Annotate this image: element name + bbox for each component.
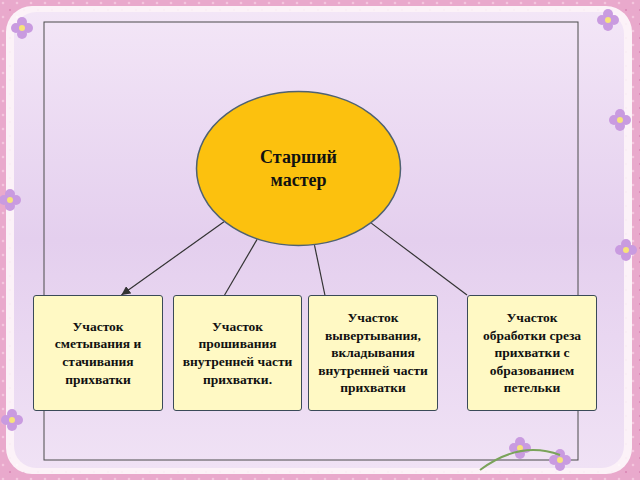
process-box: Участок вывертывания, вкладывания внутре… bbox=[308, 295, 438, 411]
connector bbox=[121, 222, 224, 295]
node-label: Участок вывертывания, вкладывания внутре… bbox=[309, 305, 437, 401]
connector bbox=[314, 245, 324, 295]
node-label: Участок обработки среза прихватки с обра… bbox=[468, 305, 596, 401]
head-ellipse: Старший мастер bbox=[195, 90, 402, 247]
node-label: Участок сметывания и стачивания прихватк… bbox=[34, 314, 162, 392]
connector bbox=[371, 223, 467, 295]
process-box: Участок сметывания и стачивания прихватк… bbox=[33, 295, 163, 411]
process-box: Участок прошивания внутренней части прих… bbox=[173, 295, 302, 411]
node-label: Старший мастер bbox=[239, 146, 359, 191]
ellipse-shape bbox=[197, 92, 401, 246]
node-label: Участок прошивания внутренней части прих… bbox=[174, 314, 301, 392]
ellipse-outline bbox=[195, 90, 402, 247]
process-box: Участок обработки среза прихватки с обра… bbox=[467, 295, 597, 411]
connector bbox=[225, 239, 257, 295]
